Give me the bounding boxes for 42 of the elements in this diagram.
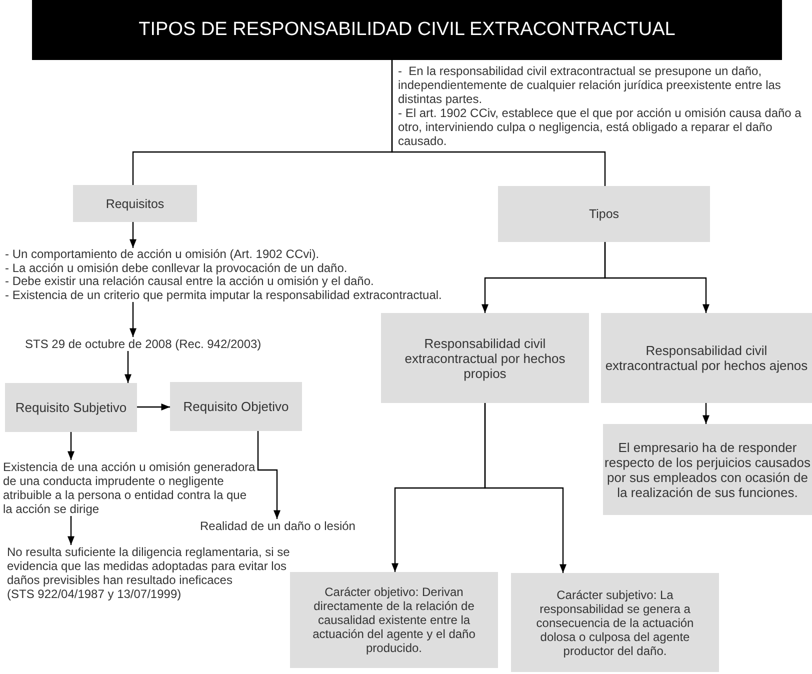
- list-item: - Existencia de un criterio que permita imputar la responsabilidad extracontractual.: [5, 288, 442, 302]
- note-text: - El art. 1902 CCiv, establece que el que por acción u omisión causa daño a otro, interviniendo culpa o negligencia, está obligado a reparar el daño causado.: [398, 106, 802, 148]
- description-text: No resulta suficiente la diligencia reglamentaria, si se evidencia que las medidas adoptadas para evitar los daños previsibles han resultado ineficaces: [7, 545, 291, 587]
- description-text: Existencia de una acción u omisión generadora de una conducta imprudente o negligente atribuible a la persona o entidad contra la que la acción se dirige: [3, 460, 256, 516]
- description-box: [511, 573, 719, 672]
- connector-line: [391, 60, 606, 186]
- description-box: [290, 572, 498, 668]
- arrow: [68, 516, 74, 545]
- category-box: [170, 382, 302, 431]
- category-box: [73, 185, 197, 222]
- category-box: [5, 383, 137, 432]
- description-text: Realidad de un daño o lesión: [200, 519, 356, 533]
- arrow: [702, 403, 710, 424]
- arrow: [124, 351, 132, 383]
- arrow: [257, 431, 280, 519]
- title-text: TIPOS DE RESPONSABILIDAD CIVIL EXTRACONTRACTUAL: [138, 19, 676, 41]
- category-box: [381, 313, 589, 403]
- node-label: Tipos: [588, 207, 620, 221]
- description-text: (STS 922/04/1987 y 13/07/1999): [7, 587, 182, 601]
- list-item: - Debe existir una relación causal entre la acción u omisión y el daño.: [5, 275, 374, 288]
- citation-text: STS 29 de octubre de 2008 (Rec. 942/2003): [25, 337, 262, 351]
- category-box: [601, 313, 812, 403]
- node-label: Responsabilidad civil extracontractual por hechos ajenos: [604, 343, 809, 373]
- list-item: - La acción u omisión debe conllevar la provocación de un daño.: [5, 262, 348, 275]
- node-label: Responsabilidad civil extracontractual por hechos propios: [404, 336, 566, 380]
- arrow: [130, 302, 136, 337]
- node-label: Requisitos: [106, 196, 164, 210]
- arrow: [484, 403, 566, 573]
- node-label: Carácter objetivo: Derivan directamente de la relación de causalidad existente entre la actuación del agente y el daño producido.: [312, 585, 476, 655]
- node-label: Requisito Subjetivo: [15, 400, 127, 415]
- title-banner: [32, 0, 782, 60]
- arrow: [68, 432, 74, 460]
- node-label: El empresario ha de responder respecto de los perjuicios causados por sus empleados con ocasión de la realización de sus funciones.: [604, 440, 811, 500]
- node-label: Carácter subjetivo: La responsabilidad se genera a consecuencia de la actuación dolosa o culposa del agente productor del daño.: [535, 588, 695, 658]
- category-box: [498, 186, 710, 242]
- list-item: - Un comportamiento de acción u omisión (Art. 1902 CCvi).: [5, 248, 320, 262]
- node-label: Requisito Objetivo: [183, 399, 289, 414]
- description-box: [603, 424, 812, 515]
- arrow: [604, 242, 710, 313]
- note-text: - En la responsabilidad civil extracontractual se presupone un daño, independientemente de cualquier relación jurídica preexistente entre las distintas partes.: [398, 64, 782, 106]
- arrow: [137, 404, 170, 410]
- arrow: [130, 222, 136, 248]
